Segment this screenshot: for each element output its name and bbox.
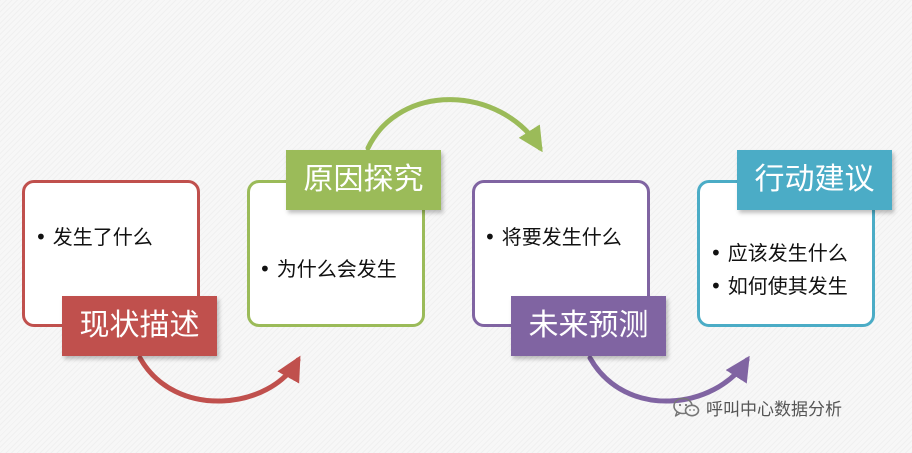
bullet-list: 发生了什么 <box>35 221 153 254</box>
bullet-item: 应该发生什么 <box>710 237 848 270</box>
bullet-item: 发生了什么 <box>35 221 153 254</box>
stage-tag-predict: 未来预测 <box>511 296 666 356</box>
stage-tag-advise: 行动建议 <box>737 150 892 210</box>
arrow-predict-to-advise <box>587 355 750 404</box>
watermark: 呼叫中心数据分析 <box>672 395 842 420</box>
arrow-describe-to-explore <box>137 355 301 404</box>
wechat-icon <box>672 397 700 419</box>
bullet-item: 如何使其发生 <box>710 270 848 303</box>
bullet-item: 为什么会发生 <box>259 253 397 286</box>
stage-tag-describe: 现状描述 <box>62 296 217 356</box>
bullet-item: 将要发生什么 <box>484 221 622 254</box>
watermark-text: 呼叫中心数据分析 <box>706 400 842 420</box>
bullet-list: 为什么会发生 <box>259 253 397 286</box>
bullet-list: 将要发生什么 <box>484 221 622 254</box>
arrow-explore-to-predict <box>365 97 543 153</box>
bullet-list: 应该发生什么 如何使其发生 <box>710 237 848 303</box>
stage-tag-explore: 原因探究 <box>286 150 441 210</box>
